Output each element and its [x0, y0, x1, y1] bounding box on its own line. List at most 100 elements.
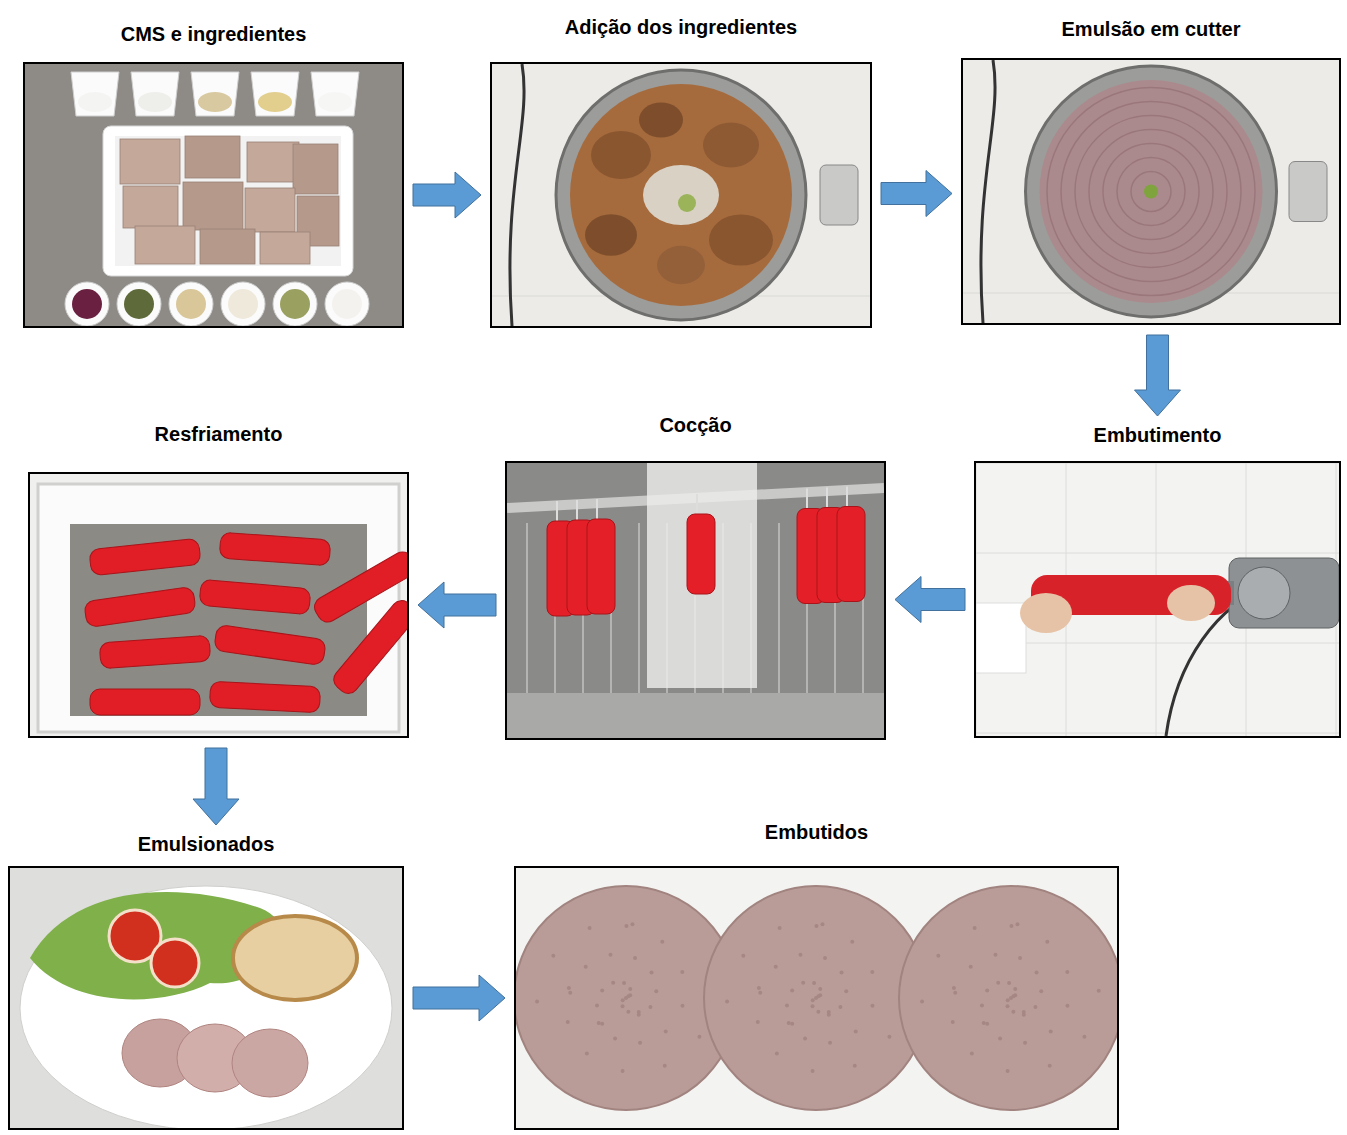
photo-shape [1117, 158, 1185, 226]
photo-shape [1020, 593, 1072, 633]
process-photo [25, 64, 402, 326]
photo-shape [280, 289, 310, 319]
photo-shape [626, 1010, 630, 1014]
process-photo [10, 868, 402, 1128]
photo-shape [1229, 558, 1339, 628]
step-heading: CMS e ingredientes [121, 23, 307, 45]
photo-shape [556, 501, 558, 521]
photo-shape [1289, 162, 1327, 222]
photo-shape [774, 965, 778, 969]
photo-shape [704, 886, 928, 1110]
photo-shape [1061, 102, 1241, 282]
photo-shape [687, 514, 715, 594]
photo-shape [600, 1022, 604, 1026]
photo-shape [621, 1069, 625, 1073]
photo-shape [775, 1052, 779, 1056]
photo-shape [1023, 1041, 1027, 1045]
photo-shape [633, 956, 637, 960]
photo-shape [551, 954, 555, 958]
photo-shape [232, 1029, 308, 1097]
photo-shape [1040, 80, 1263, 303]
photo-shape [293, 144, 338, 194]
photo-shape [816, 1010, 820, 1014]
photo-shape [951, 1020, 955, 1024]
flow-arrow [413, 172, 481, 218]
photo-shape [696, 494, 698, 514]
photo-shape [176, 289, 206, 319]
photo-shape [806, 489, 808, 509]
process-photo [30, 474, 407, 736]
photo-shape [846, 487, 848, 507]
photo-shape [115, 136, 341, 266]
photo-shape [221, 282, 265, 326]
photo-shape [510, 64, 524, 326]
photo-shape [826, 488, 828, 508]
photo-shape [976, 603, 1026, 673]
photo-shape [838, 1005, 842, 1009]
photo-shape [697, 1035, 701, 1039]
photo-shape [273, 282, 317, 326]
photo-shape [1075, 116, 1227, 268]
photo-shape [703, 123, 759, 168]
photo-shape [332, 289, 362, 319]
flow-arrow [1135, 335, 1181, 416]
photo-shape [568, 991, 572, 995]
photo-shape [837, 507, 865, 602]
photo-shape [330, 597, 407, 698]
process-step: Cocção [505, 461, 886, 740]
photo-shape [973, 926, 977, 930]
photo-shape [953, 991, 957, 995]
photo-shape [844, 989, 848, 993]
photo-shape [936, 954, 940, 958]
photo-shape [985, 1022, 989, 1026]
photo-shape [507, 463, 884, 738]
photo-shape [812, 981, 816, 985]
photo-shape [1048, 1064, 1052, 1068]
process-photo [516, 868, 1117, 1128]
photo-shape [71, 72, 119, 116]
photo-shape [1007, 981, 1011, 985]
photo-shape [790, 988, 794, 992]
photo-shape [595, 1004, 599, 1008]
photo-shape [850, 940, 854, 944]
photo-shape [120, 139, 180, 184]
photo-shape [596, 499, 598, 519]
photo-shape [643, 165, 719, 225]
photo-shape [117, 282, 161, 326]
photo-shape [576, 500, 578, 520]
photo-shape [1011, 994, 1015, 998]
photo-shape [976, 463, 1339, 736]
photo-shape [976, 733, 1339, 734]
photo-shape [637, 1010, 641, 1014]
photo-shape [1082, 1035, 1086, 1039]
photo-shape [963, 60, 1339, 323]
process-step: Emulsão em cutter [961, 58, 1341, 325]
step-heading: Cocção [659, 414, 731, 436]
photo-shape [996, 981, 1000, 985]
step-heading: Embutimento [1094, 424, 1222, 446]
photo-shape [969, 965, 973, 969]
photo-shape [680, 1004, 684, 1008]
photo-shape [209, 681, 320, 713]
photo-shape [811, 1069, 815, 1073]
process-photo [976, 463, 1339, 736]
photo-shape [757, 986, 761, 990]
photo-shape [25, 64, 402, 326]
photo-shape [1006, 1004, 1010, 1008]
photo-shape [103, 126, 353, 276]
photo-shape [89, 538, 201, 575]
photo-shape [952, 986, 956, 990]
photo-shape [621, 998, 625, 1002]
photo-shape [247, 142, 299, 182]
photo-shape [680, 970, 684, 974]
photo-shape [725, 1000, 729, 1004]
photo-shape [251, 72, 299, 116]
photo-shape [233, 916, 357, 1000]
photo-shape [611, 981, 615, 985]
step-heading: Embutidos [765, 821, 868, 843]
photo-shape [756, 1020, 760, 1024]
photo-shape [626, 994, 630, 998]
process-photo [507, 463, 884, 738]
photo-shape [1144, 185, 1158, 199]
photo-shape [135, 226, 195, 264]
